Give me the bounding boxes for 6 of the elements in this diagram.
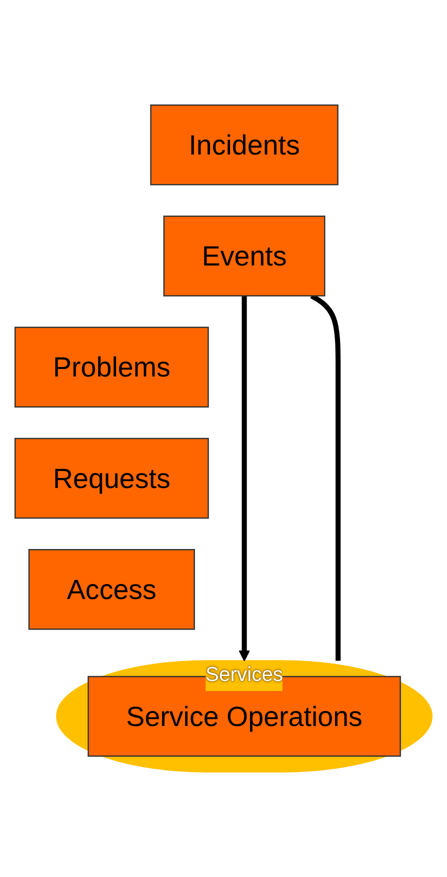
arrow (238, 296, 250, 662)
node-box: Incidents (150, 104, 338, 186)
node-box: Events (163, 216, 326, 296)
node-box: Problems (14, 326, 209, 408)
node-box: Access (28, 549, 195, 630)
node-box: Requests (14, 438, 209, 519)
